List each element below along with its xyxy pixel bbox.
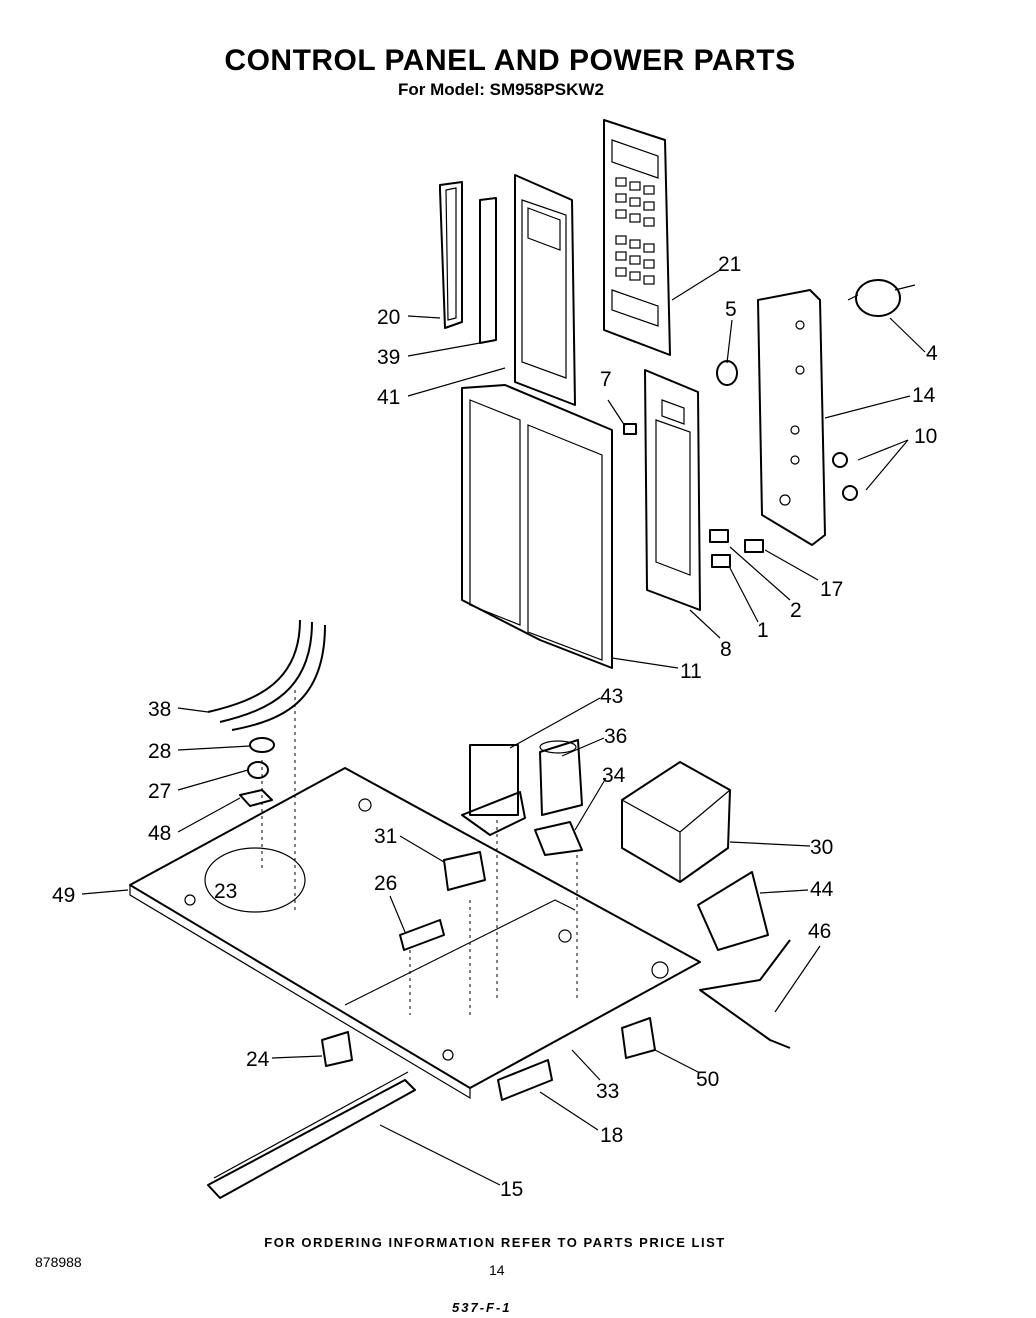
part-50-relay bbox=[621, 1017, 656, 1059]
part-48 bbox=[239, 789, 273, 807]
callout-39: 39 bbox=[377, 346, 400, 369]
callout-11: 11 bbox=[680, 660, 702, 683]
callout-33: 33 bbox=[596, 1080, 619, 1103]
part-8-door-panel bbox=[644, 369, 701, 611]
part-24-relay bbox=[321, 1031, 353, 1067]
callout-2: 2 bbox=[790, 599, 802, 622]
part-4-motor bbox=[847, 279, 916, 317]
callout-17: 17 bbox=[820, 578, 843, 601]
callout-1: 1 bbox=[757, 619, 769, 642]
callout-50: 50 bbox=[696, 1068, 719, 1091]
ordering-note: FOR ORDERING INFORMATION REFER TO PARTS … bbox=[264, 1235, 726, 1250]
callout-5: 5 bbox=[725, 298, 737, 321]
part-43-transformer bbox=[461, 744, 526, 836]
callout-7: 7 bbox=[600, 368, 612, 391]
page-title: CONTROL PANEL AND POWER PARTS bbox=[224, 44, 796, 77]
part-28 bbox=[249, 737, 275, 753]
callout-46: 46 bbox=[808, 920, 831, 943]
parts-switches bbox=[709, 529, 764, 568]
part-14-bracket bbox=[757, 289, 826, 546]
part-21-keypad-panel bbox=[603, 119, 671, 356]
part-38-tube bbox=[207, 619, 326, 731]
callout-4: 4 bbox=[926, 342, 938, 365]
part-36-capacitor bbox=[539, 739, 583, 816]
callout-43: 43 bbox=[600, 685, 623, 708]
part-20-strip bbox=[439, 181, 463, 329]
callout-15: 15 bbox=[500, 1178, 523, 1201]
part-30-transformer bbox=[621, 761, 731, 883]
callout-23: 23 bbox=[214, 880, 237, 903]
callout-20: 20 bbox=[377, 306, 400, 329]
callout-27: 27 bbox=[148, 780, 171, 803]
leader-lines bbox=[81, 269, 926, 1186]
part-44-plate bbox=[697, 871, 769, 951]
part-11-door-frame bbox=[461, 384, 613, 669]
callout-10: 10 bbox=[914, 425, 937, 448]
callout-26: 26 bbox=[374, 872, 397, 895]
callout-14: 14 bbox=[912, 384, 936, 407]
model-subtitle: For Model: SM958PSKW2 bbox=[398, 80, 604, 99]
callout-31: 31 bbox=[374, 825, 397, 848]
callout-49: 49 bbox=[52, 884, 75, 907]
callout-34: 34 bbox=[602, 764, 626, 787]
callout-labels: 20 39 41 21 5 4 14 7 10 17 2 1 8 11 38 2… bbox=[52, 253, 938, 1201]
callout-41: 41 bbox=[377, 386, 400, 409]
callout-48: 48 bbox=[148, 822, 171, 845]
part-34-clamp bbox=[534, 821, 583, 856]
part-18-connector bbox=[497, 1059, 553, 1101]
part-41-frame bbox=[514, 174, 576, 406]
part-15-rail bbox=[207, 1071, 416, 1199]
part-49-base-plate bbox=[129, 767, 701, 1100]
callout-44: 44 bbox=[810, 878, 834, 901]
callout-24: 24 bbox=[246, 1048, 270, 1071]
callout-18: 18 bbox=[600, 1124, 623, 1147]
part-46-probe bbox=[699, 939, 791, 1049]
part-31-terminal bbox=[443, 851, 486, 891]
part-7-knob bbox=[623, 423, 637, 435]
page-number: 14 bbox=[489, 1262, 505, 1278]
part-10-terminals bbox=[832, 452, 858, 501]
callout-38: 38 bbox=[148, 698, 171, 721]
part-5-disc bbox=[716, 360, 738, 386]
callout-8: 8 bbox=[720, 638, 732, 661]
part-26-clip bbox=[399, 919, 445, 951]
assembly-guide-lines bbox=[261, 690, 578, 1015]
part-27 bbox=[247, 761, 269, 779]
callout-30: 30 bbox=[810, 836, 833, 859]
part-39-strip bbox=[479, 197, 497, 344]
callout-21: 21 bbox=[718, 253, 741, 276]
callout-36: 36 bbox=[604, 725, 627, 748]
callout-28: 28 bbox=[148, 740, 171, 763]
handwritten-code: 537-F-1 bbox=[452, 1300, 512, 1315]
document-number: 878988 bbox=[35, 1254, 82, 1270]
